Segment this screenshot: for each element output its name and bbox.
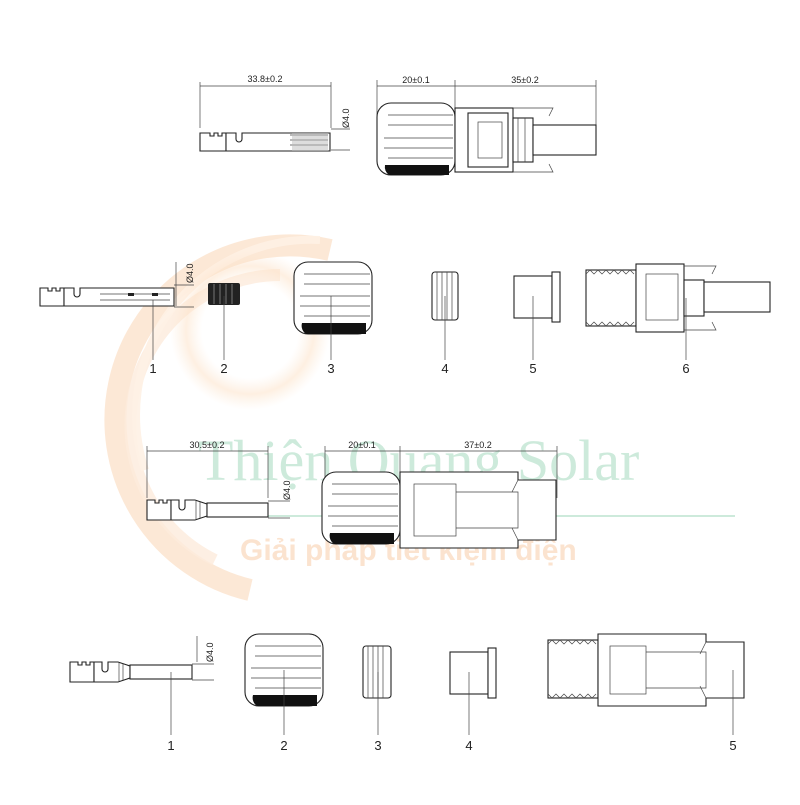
female-part-5-body — [547, 633, 745, 707]
dim-male-nut-length: 20±0.1 — [402, 75, 429, 85]
dim-male-pin-diameter: Ø4.0 — [341, 108, 351, 128]
female-part-1-pin — [69, 636, 214, 683]
label-male-5: 5 — [529, 361, 536, 376]
label-male-6: 6 — [682, 361, 689, 376]
dim-female-exploded-pin-diameter: Ø4.0 — [205, 642, 215, 662]
female-assembly: 30.5±0.2 Ø4.0 20±0.1 37±0.2 — [146, 440, 558, 549]
female-assembly-nut — [321, 471, 401, 545]
dim-female-nut-length: 20±0.1 — [348, 440, 375, 450]
female-contact-pin — [146, 499, 269, 521]
male-part-5-sleeve — [513, 271, 561, 323]
female-part-3-seal — [362, 645, 392, 699]
label-male-3: 3 — [327, 361, 334, 376]
label-female-2: 2 — [280, 738, 287, 753]
dim-male-pin-length: 33.8±0.2 — [248, 74, 283, 84]
female-part-4-sleeve — [449, 647, 497, 699]
dim-male-exploded-pin-diameter: Ø4.0 — [185, 263, 195, 283]
male-assembly: 33.8±0.2 Ø4.0 20±0.1 35±0.2 — [199, 74, 597, 176]
dim-male-body-length: 35±0.2 — [511, 75, 538, 85]
dim-female-pin-diameter: Ø4.0 — [282, 480, 292, 500]
male-part-2-insert — [208, 283, 240, 305]
label-female-5: 5 — [729, 738, 736, 753]
dim-female-body-length: 37±0.2 — [464, 440, 491, 450]
male-assembly-nut — [376, 102, 456, 176]
male-contact-pin — [199, 132, 331, 152]
label-female-1: 1 — [167, 738, 174, 753]
female-exploded: Ø4.0 — [69, 633, 745, 753]
male-assembly-body — [454, 107, 597, 173]
label-male-2: 2 — [220, 361, 227, 376]
label-female-4: 4 — [465, 738, 472, 753]
male-part-3-nut — [293, 261, 373, 335]
male-exploded: Ø4.0 — [39, 261, 771, 376]
male-part-6-body — [585, 263, 771, 333]
label-male-1: 1 — [149, 361, 156, 376]
dim-female-pin-length: 30.5±0.2 — [190, 440, 225, 450]
label-female-3: 3 — [374, 738, 381, 753]
label-male-4: 4 — [441, 361, 448, 376]
male-part-1-pin — [39, 262, 194, 308]
female-assembly-body — [399, 471, 557, 549]
